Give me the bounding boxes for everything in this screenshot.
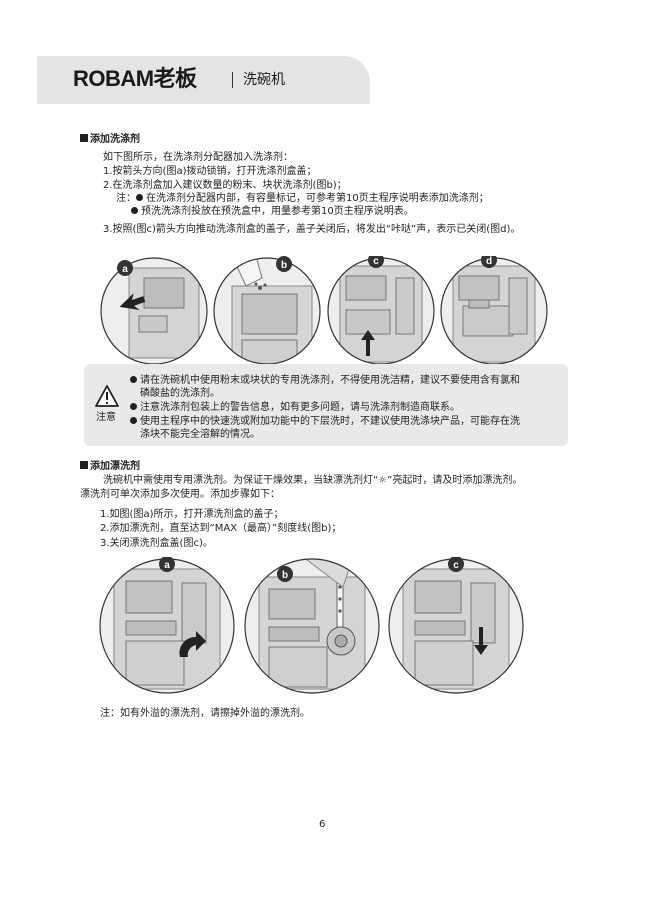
figure-badge (276, 256, 292, 272)
detergent-note-2: 预洗洗涤剂投放在预洗盒中，用量参考第10页主程序说明表。 (131, 205, 414, 218)
note-prefix: 注： (116, 193, 136, 204)
figure-label-rinse-b: b (282, 570, 288, 581)
round-bullet-icon (130, 417, 137, 424)
figure-badge (368, 256, 384, 268)
detergent-step-2: 2.在洗涤剂盒加入建议数量的粉末、块状洗涤剂(图b)； (103, 180, 347, 191)
figure-label-b: b (281, 260, 287, 271)
product-name: 洗碗机 (243, 72, 285, 88)
round-bullet-icon (131, 207, 138, 214)
warning-triangle-icon (95, 385, 119, 407)
note-2-text: 预洗洗涤剂投放在预洗盒中，用量参考第10页主程序说明表。 (141, 206, 414, 217)
figure-detergent-b: b (213, 256, 321, 365)
warning-item-3-text: 使用主程序中的快速洗或附加功能中的下层洗时，不建议使用洗涤块产品，可能存在洗 (140, 416, 520, 427)
warning-item-2: 注意洗涤剂包装上的警告信息，如有更多问题，请与洗涤剂制造商联系。 (130, 401, 460, 414)
figure-label-rinse-a: a (164, 560, 170, 571)
warning-item-2-text: 注意洗涤剂包装上的警告信息，如有更多问题，请与洗涤剂制造商联系。 (140, 402, 460, 413)
rinse-step-3: 3.关闭漂洗剂盒盖(图c)。 (100, 538, 213, 549)
figure-badge (448, 557, 464, 572)
section-title-text: 添加洗涤剂 (90, 134, 140, 145)
figure-label-c: c (373, 256, 379, 267)
figure-label-a: a (122, 264, 128, 275)
detergent-step-3: 3.按照(图c)箭头方向推动洗涤剂盒的盖子，盖子关闭后，将发出“咔哒”声，表示已… (103, 224, 521, 235)
figure-label-d: d (486, 256, 492, 267)
rinse-intro-line-1: 洗碗机中需使用专用漂洗剂。为保证干燥效果，当缺漂洗剂灯“☼”亮起时，请及时添加漂… (103, 475, 523, 486)
round-bullet-icon (130, 403, 137, 410)
section-title-detergent: 添加洗涤剂 (80, 133, 140, 146)
figure-rinse-b: b (244, 558, 380, 694)
warning-item-1-line-1: 请在洗碗机中使用粉末或块状的专用洗涤剂，不得使用洗洁精，建议不要使用含有氯和 (130, 374, 520, 387)
warning-box: 注意 请在洗碗机中使用粉末或块状的专用洗涤剂，不得使用洗洁精，建议不要使用含有氯… (84, 364, 568, 446)
figure-detergent-a: a (100, 257, 208, 365)
figure-badge (159, 557, 175, 572)
warning-item-1-text: 请在洗碗机中使用粉末或块状的专用洗涤剂，不得使用洗洁精，建议不要使用含有氯和 (140, 375, 520, 386)
warning-label: 注意 (96, 412, 116, 423)
section-title-text: 添加漂洗剂 (90, 461, 140, 472)
square-bullet-icon (80, 134, 88, 142)
detergent-step-1: 1.按箭头方向(图a)拨动锁销，打开洗涤剂盒盖； (103, 166, 317, 177)
figure-label-rinse-c: c (453, 560, 459, 571)
rinse-step-2: 2.添加漂洗剂，直至达到“MAX（最高）”刻度线(图b)； (100, 523, 342, 534)
rinse-note: 注：如有外溢的漂洗剂，请擦掉外溢的漂洗剂。 (100, 708, 310, 719)
section-title-rinse: 添加漂洗剂 (80, 460, 140, 473)
figure-detergent-d: d (440, 256, 548, 365)
warning-item-3-line-2: 涤块不能完全溶解的情况。 (140, 429, 260, 440)
detergent-intro: 如下图所示，在洗涤剂分配器加入洗涤剂： (103, 152, 293, 163)
square-bullet-icon (80, 461, 88, 469)
rinse-intro-line-2: 漂洗剂可单次添加多次使用。添加步骤如下： (80, 489, 280, 500)
figure-badge (117, 260, 133, 276)
page-number: 6 (319, 819, 326, 830)
detergent-note-1: 注： 在洗涤剂分配器内部，有容量标记，可参考第10页主程序说明表添加洗涤剂； (116, 192, 489, 205)
warning-item-3-line-1: 使用主程序中的快速洗或附加功能中的下层洗时，不建议使用洗涤块产品，可能存在洗 (130, 415, 520, 428)
figure-badge (481, 256, 497, 268)
note-1-text: 在洗涤剂分配器内部，有容量标记，可参考第10页主程序说明表添加洗涤剂； (146, 193, 489, 204)
round-bullet-icon (130, 376, 137, 383)
rinse-step-1: 1.如图(图a)所示，打开漂洗剂盒的盖子； (100, 509, 284, 520)
page-header: ROBAM老板 洗碗机 (37, 56, 370, 104)
figure-rinse-c: c (388, 557, 524, 694)
figure-detergent-c: c (327, 256, 435, 365)
warning-item-1-line-2: 磷酸盐的洗涤剂。 (140, 388, 220, 399)
figure-badge (277, 566, 293, 582)
header-divider (232, 72, 233, 88)
brand-logo: ROBAM老板 (73, 66, 197, 91)
figure-rinse-a: a (99, 557, 235, 694)
round-bullet-icon (136, 194, 143, 201)
